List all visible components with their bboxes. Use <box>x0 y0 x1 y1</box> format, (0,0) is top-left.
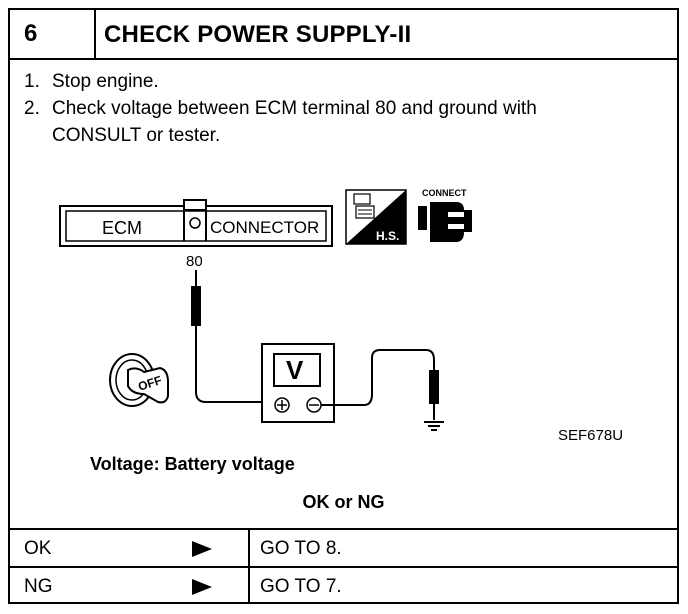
connect-plug-icon: CONNECT <box>418 188 472 242</box>
arrow-right-icon <box>192 541 212 557</box>
instruction-list: 1. Stop engine. 2. Check voltage between… <box>24 68 537 149</box>
result-label: OK <box>24 538 52 559</box>
connect-label: CONNECT <box>422 188 467 198</box>
decision-heading: OK or NG <box>302 492 385 512</box>
step-index: 1. <box>24 71 40 92</box>
test-lead-negative <box>321 349 439 420</box>
instruction-step: 1. Stop engine. <box>24 68 537 95</box>
step-text: Stop engine. <box>52 71 159 92</box>
result-row: OK GO TO 8. <box>10 530 677 566</box>
result-row: NG GO TO 7. <box>10 566 677 604</box>
hs-label: H.S. <box>376 229 399 243</box>
step-number: 6 <box>10 10 96 58</box>
figure-code: SEF678U <box>558 427 623 444</box>
arrow-right-icon <box>192 579 212 595</box>
step-text: Check voltage between ECM terminal 80 an… <box>52 98 537 119</box>
test-lead-positive <box>191 270 272 403</box>
step-text-continued: CONSULT or tester. <box>52 125 221 146</box>
ignition-key-icon: OFF <box>109 353 169 407</box>
connector-label: CONNECTOR <box>210 218 319 237</box>
procedure-header: 6 CHECK POWER SUPPLY-II <box>10 10 677 60</box>
result-action: GO TO 8. <box>248 530 342 566</box>
specification-text: Voltage: Battery voltage <box>90 454 295 474</box>
result-table: OK GO TO 8. NG GO TO 7. <box>10 528 677 604</box>
ecm-label: ECM <box>102 218 142 238</box>
ecm-connector-diagram: ECM CONNECTOR 80 <box>59 199 333 270</box>
meter-label: V <box>286 355 304 385</box>
wiring-figure: ECM CONNECTOR 80 H.S. CONNECT <box>59 188 623 444</box>
step-index: 2. <box>24 98 40 119</box>
inspection-procedure-frame: 6 CHECK POWER SUPPLY-II 1. Stop engine. … <box>8 8 679 604</box>
instruction-step: 2. Check voltage between ECM terminal 80… <box>24 95 537 122</box>
terminal-80-pin-icon <box>189 217 201 229</box>
procedure-title: CHECK POWER SUPPLY-II <box>104 21 412 48</box>
result-label: NG <box>24 576 53 597</box>
result-action: GO TO 7. <box>248 568 342 604</box>
terminal-label: 80 <box>186 253 203 270</box>
harness-connector-icon: H.S. <box>345 189 407 245</box>
voltmeter-icon: V <box>261 343 335 423</box>
ground-icon <box>424 421 444 431</box>
